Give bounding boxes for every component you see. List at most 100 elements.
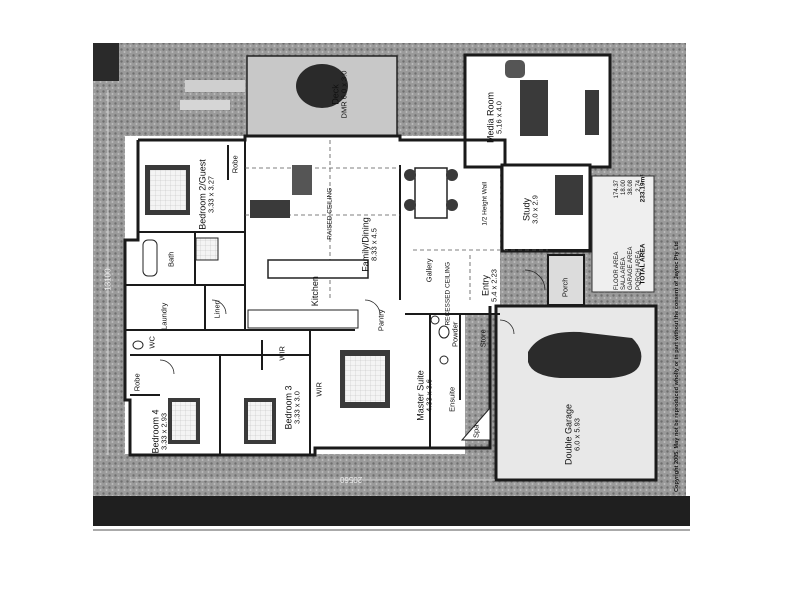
label-powder: Powder [450, 314, 461, 354]
label-bedroom-3-dims: 3.33 x 3.0 [292, 391, 302, 424]
label-deck-dims: DMR 6.0 x 3.0 [339, 70, 349, 119]
label-bedroom-2: Bedroom 2/Guest 3.33 x 3.27 [198, 154, 217, 234]
deck-tree [296, 64, 348, 108]
label-family-dining: Family/Dining 8.33 x 4.5 [361, 204, 380, 284]
label-porch-name: Porch [560, 277, 570, 298]
copyright-notice: Copyright 2005. May not be reproduced wh… [674, 241, 680, 492]
dim-width-label: 20560 [340, 475, 363, 484]
area-row: FLOOR AREA 174.37 [614, 180, 621, 290]
label-bath: Bath [166, 244, 177, 274]
label-ensuite-name: Ensuite [447, 386, 457, 412]
label-study-dims: 3.0 x 2.9 [530, 195, 540, 224]
note-recessed-ceiling: RECESSED CEILING [444, 254, 451, 334]
dim-depth-label: 13100 [103, 268, 113, 291]
label-kitchen-name: Kitchen [309, 276, 320, 307]
media-chair [505, 60, 525, 78]
label-robe-top-name: Robe [230, 155, 240, 174]
label-family-dining-dims: 8.33 x 4.5 [369, 228, 379, 261]
dining-table [414, 167, 448, 219]
label-bedroom-4: Bedroom 4 3.33 x 2.93 [151, 396, 170, 466]
media-sofa [520, 80, 548, 136]
label-wir-bed3: WIR [277, 338, 288, 368]
label-gallery: Gallery [424, 245, 435, 295]
paving-strip [185, 80, 245, 92]
area-schedule: FLOOR AREA 174.37 SALA AREA 18.00 GARAGE… [614, 180, 642, 290]
area-total-value: 233.19m² [639, 174, 647, 203]
kitchen-bench [247, 309, 359, 329]
label-linen-name: Linen [212, 300, 222, 319]
label-entry: Entry 5.4 x 2.23 [481, 255, 500, 315]
area-label: FLOOR AREA [614, 251, 620, 290]
family-sofa [250, 200, 290, 218]
label-robe-top: Robe [230, 144, 241, 184]
bed-bedroom4-linen [172, 402, 196, 440]
area-total-label: TOTAL AREA [639, 243, 647, 285]
label-spa: Spa [471, 416, 482, 446]
garage-car [528, 331, 642, 378]
area-total-row: TOTAL AREA 233.19m² [640, 175, 647, 285]
label-entry-dims: 5.4 x 2.23 [489, 269, 499, 302]
label-wir-master-name: WIR [314, 382, 324, 397]
spa-tub [460, 406, 491, 441]
bathtub [142, 239, 158, 277]
label-bedroom-3: Bedroom 3 3.33 x 3.0 [284, 372, 303, 442]
label-wc: WC [147, 327, 158, 357]
label-master-suite: Master Suite 4.33 x 3.6 [416, 355, 435, 435]
label-laundry-name: Laundry [159, 302, 169, 330]
label-pantry-name: Pantry [376, 309, 386, 332]
label-robe-bed4-name: Robe [132, 373, 142, 392]
area-value: 18.00 [621, 180, 628, 196]
label-ensuite: Ensuite [447, 379, 458, 419]
label-kitchen: Kitchen [310, 261, 320, 321]
bed-bedroom3-linen [248, 402, 272, 440]
label-wc-name: WC [147, 336, 157, 349]
area-label: GARAGE AREA [628, 246, 635, 290]
label-linen: Linen [212, 289, 223, 329]
label-bedroom-2-dims: 3.33 x 3.27 [206, 175, 216, 214]
label-media-room: Media Room 5.16 x 4.0 [486, 82, 505, 152]
label-media-room-dims: 5.16 x 4.0 [494, 101, 504, 134]
label-deck: Deck DMR 6.0 x 3.0 [331, 59, 350, 129]
label-gallery-name: Gallery [424, 258, 434, 283]
label-wir-master: WIR [314, 374, 325, 404]
label-wir-bed3-name: WIR [277, 346, 287, 361]
fixtures [132, 315, 450, 365]
label-bedroom-4-dims: 3.33 x 2.93 [159, 412, 169, 451]
label-powder-name: Powder [450, 321, 460, 348]
label-robe-bed4: Robe [132, 367, 143, 397]
note-raised-ceiling: RAISED CEILING [326, 179, 333, 249]
label-pantry: Pantry [376, 300, 387, 340]
bed-master-linen [345, 356, 385, 402]
area-schedule-box [591, 175, 655, 293]
label-study: Study 3.0 x 2.9 [522, 184, 541, 234]
note-raised-ceiling-text: RAISED CEILING [326, 187, 334, 240]
shower [195, 237, 219, 261]
area-label: SALA AREA [621, 257, 628, 290]
note-half-height-wall-text: 1/2 Height Wall [481, 181, 489, 226]
label-spa-name: Spa [471, 424, 481, 438]
paving-strip-2 [180, 100, 230, 110]
note-recessed-ceiling-text: RECESSED CEILING [444, 261, 452, 326]
label-store-name: Store [478, 329, 488, 348]
door-swings [159, 269, 546, 375]
media-tv-unit [585, 90, 599, 135]
label-bath-name: Bath [166, 251, 176, 268]
area-value: 38.08 [628, 180, 635, 196]
site-corner-dark [93, 43, 119, 81]
label-porch: Porch [560, 267, 571, 307]
area-value: 174.37 [614, 180, 620, 199]
kitchen-island [267, 259, 369, 279]
label-master-suite-dims: 4.33 x 3.6 [424, 379, 434, 412]
label-store: Store [478, 318, 489, 358]
bed-bedroom2-linen [150, 170, 186, 210]
label-laundry: Laundry [159, 291, 170, 341]
note-half-height-wall: 1/2 Height Wall [481, 169, 488, 239]
study-desk [555, 175, 583, 215]
scan-band [93, 496, 690, 526]
area-row: GARAGE AREA 38.08 [628, 180, 635, 290]
family-armchair [292, 165, 312, 195]
label-double-garage: Double Garage 6.0 x 5.93 [564, 389, 583, 479]
label-double-garage-dims: 6.0 x 5.93 [572, 418, 582, 451]
